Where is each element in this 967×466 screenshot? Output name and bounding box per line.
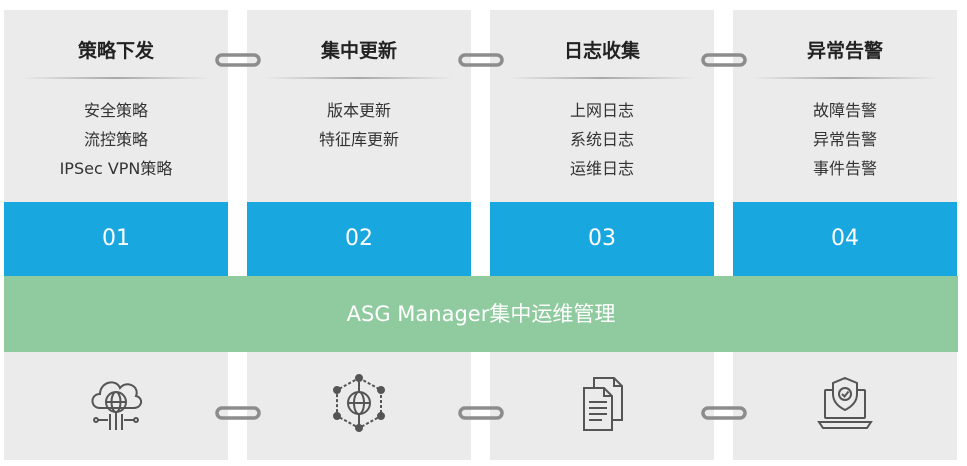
globe-network-icon [333, 374, 385, 432]
module-column-policy: 策略下发 安全策略 流控策略 IPSec VPN策略 01 [4, 10, 228, 460]
chain-link-icon [701, 406, 747, 420]
module-item: 运维日志 [569, 159, 634, 178]
chain-link-icon [215, 53, 261, 67]
module-item: 系统日志 [569, 130, 634, 149]
module-header: 集中更新 版本更新 特征库更新 [247, 10, 471, 202]
module-item: 异常告警 [812, 130, 877, 149]
module-number: 01 [4, 202, 228, 276]
module-column-update: 集中更新 版本更新 特征库更新 02 [247, 10, 471, 460]
module-title: 集中更新 [320, 40, 397, 62]
divider [22, 77, 210, 79]
module-header: 异常告警 故障告警 异常告警 事件告警 [733, 10, 957, 202]
module-column-alerts: 异常告警 故障告警 异常告警 事件告警 04 [733, 10, 957, 460]
module-icon-area [4, 352, 228, 460]
divider [751, 77, 939, 79]
module-header: 日志收集 上网日志 系统日志 运维日志 [490, 10, 714, 202]
module-icon-area [490, 352, 714, 460]
chain-link-icon [215, 406, 261, 420]
module-icon-area [247, 352, 471, 460]
module-header: 策略下发 安全策略 流控策略 IPSec VPN策略 [4, 10, 228, 202]
module-number: 04 [733, 202, 957, 276]
chain-link-icon [701, 53, 747, 67]
module-title: 策略下发 [77, 40, 154, 62]
module-item: 流控策略 [83, 130, 148, 149]
module-item-list: 故障告警 异常告警 事件告警 [733, 96, 957, 183]
module-item: 故障告警 [812, 101, 877, 120]
module-item-list: 安全策略 流控策略 IPSec VPN策略 [4, 96, 228, 183]
module-item: IPSec VPN策略 [59, 159, 173, 178]
module-column-logs: 日志收集 上网日志 系统日志 运维日志 03 [490, 10, 714, 460]
chain-link-icon [458, 406, 504, 420]
module-item-list: 上网日志 系统日志 运维日志 [490, 96, 714, 183]
module-item: 上网日志 [569, 101, 634, 120]
module-number: 03 [490, 202, 714, 276]
module-item: 特征库更新 [318, 130, 399, 149]
chain-link-icon [458, 53, 504, 67]
cloud-network-icon [91, 381, 142, 430]
module-item: 事件告警 [812, 159, 877, 178]
documents-icon [583, 377, 623, 431]
module-number: 02 [247, 202, 471, 276]
platform-banner: ASG Manager集中运维管理 [4, 276, 958, 352]
divider [508, 77, 696, 79]
module-icon-area [733, 352, 957, 460]
module-item: 安全策略 [83, 101, 148, 120]
laptop-shield-icon [817, 376, 873, 429]
module-title: 日志收集 [563, 40, 640, 62]
divider [265, 77, 453, 79]
module-item-list: 版本更新 特征库更新 [247, 96, 471, 154]
module-item: 版本更新 [326, 101, 391, 120]
module-title: 异常告警 [806, 40, 883, 62]
